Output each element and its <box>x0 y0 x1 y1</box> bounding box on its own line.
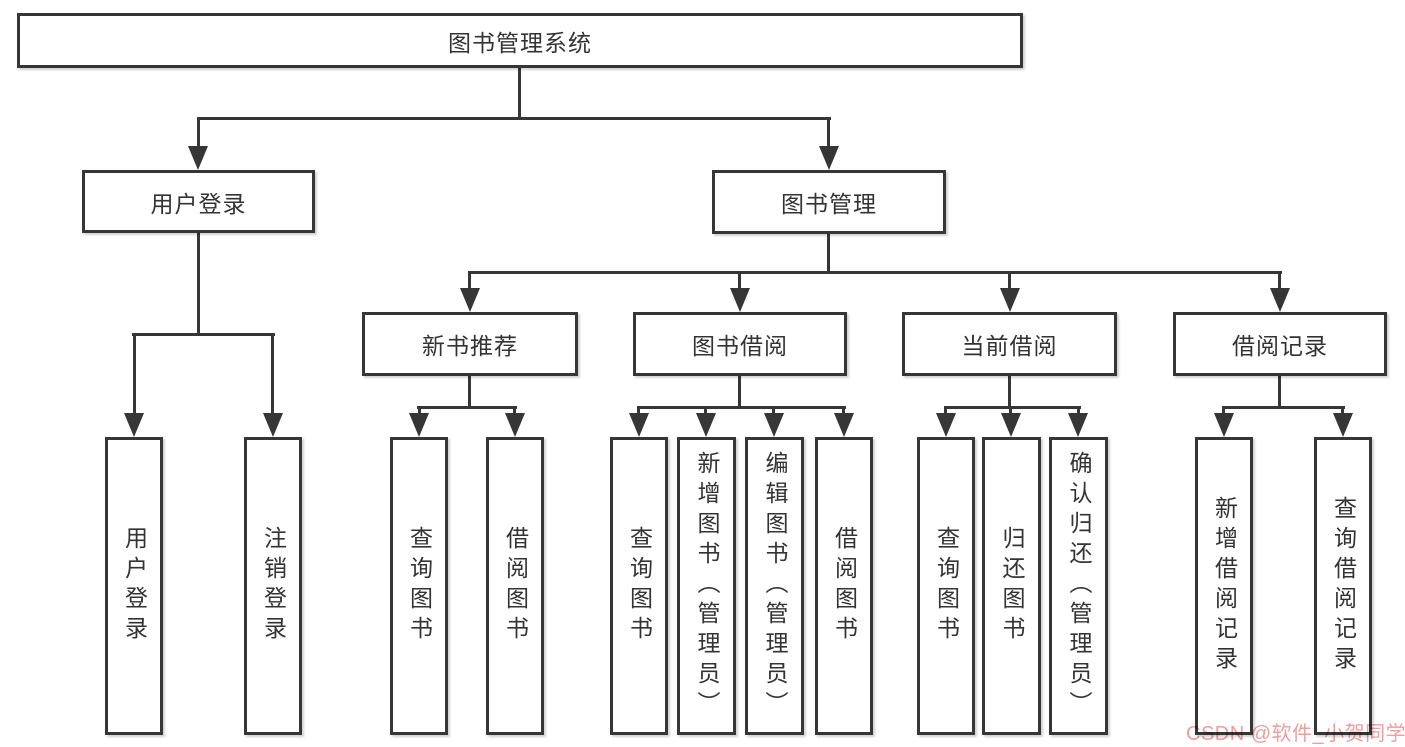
node-logout-op-label: 注销登录 <box>260 526 287 646</box>
connector-line <box>1008 375 1011 409</box>
node-borrow-records: 借阅记录 <box>1173 312 1387 376</box>
connector-line <box>772 406 775 416</box>
node-borrow-books-recommend: 借阅图书 <box>486 437 544 735</box>
node-new-book-recommend-label: 新书推荐 <box>422 333 518 359</box>
connector-line <box>1009 406 1012 416</box>
connector-line <box>513 406 516 416</box>
arrowhead-icon <box>1000 288 1020 312</box>
arrowhead-icon <box>730 288 750 312</box>
arrowhead-icon <box>1270 288 1290 312</box>
arrowhead-icon <box>629 413 649 437</box>
node-user-login-label: 用户登录 <box>150 190 247 217</box>
arrowhead-icon <box>696 413 716 437</box>
node-current-borrow: 当前借阅 <box>902 312 1117 376</box>
node-edit-books-admin: 编辑图书（管理员） <box>745 437 804 735</box>
connector-line <box>197 233 200 335</box>
node-query-books-recommend-label: 查询图书 <box>406 526 433 646</box>
node-current-borrow-label: 当前借阅 <box>961 333 1058 359</box>
connector-line <box>518 68 521 118</box>
arrowhead-icon <box>124 413 144 437</box>
node-edit-books-admin-label: 编辑图书（管理员） <box>762 451 788 721</box>
connector-line <box>1278 271 1281 295</box>
connector-line <box>468 271 1282 274</box>
connector-line <box>468 375 471 409</box>
connector-line <box>842 406 845 416</box>
connector-line <box>1341 406 1344 416</box>
node-borrow-books-borrow-label: 借阅图书 <box>831 526 858 646</box>
node-book-management-label: 图书管理 <box>781 191 877 217</box>
node-query-books-current-label: 查询图书 <box>933 526 960 646</box>
connector-line <box>197 117 831 120</box>
arrowhead-icon <box>460 288 480 312</box>
connector-line <box>133 333 136 415</box>
connector-line <box>1222 406 1345 409</box>
arrowhead-icon <box>1001 413 1021 437</box>
connector-line <box>417 406 517 409</box>
node-user-login-op-label: 用户登录 <box>121 526 148 646</box>
node-query-books-current: 查询图书 <box>917 437 975 735</box>
connector-line <box>418 406 421 416</box>
connector-line <box>1077 406 1080 416</box>
connector-line <box>1222 406 1225 416</box>
node-add-borrow-record-label: 新增借阅记录 <box>1211 496 1238 676</box>
arrowhead-icon <box>819 146 839 170</box>
connector-line <box>738 375 741 409</box>
connector-line <box>637 406 846 409</box>
arrowhead-icon <box>764 413 784 437</box>
node-confirm-return-admin: 确认归还（管理员） <box>1049 437 1108 735</box>
node-return-books-label: 归还图书 <box>999 526 1025 646</box>
connector-line <box>1008 271 1011 295</box>
arrowhead-icon <box>1068 413 1088 437</box>
node-book-borrow: 图书借阅 <box>633 312 847 376</box>
arrowhead-icon <box>936 413 956 437</box>
node-book-borrow-label: 图书借阅 <box>692 333 788 359</box>
node-book-management: 图书管理 <box>712 170 946 234</box>
node-confirm-return-admin-label: 确认归还（管理员） <box>1066 451 1092 721</box>
connector-line <box>738 271 741 295</box>
node-logout-op: 注销登录 <box>244 437 302 735</box>
connector-line <box>944 406 1081 409</box>
node-user-login: 用户登录 <box>82 170 315 233</box>
connector-line <box>944 406 947 416</box>
node-borrow-books-recommend-label: 借阅图书 <box>502 526 529 646</box>
connector-line <box>271 333 274 415</box>
node-root: 图书管理系统 <box>17 13 1023 68</box>
node-query-books-borrow-label: 查询图书 <box>626 526 653 646</box>
node-new-book-recommend: 新书推荐 <box>362 312 578 376</box>
node-root-label: 图书管理系统 <box>448 29 592 56</box>
node-query-borrow-record: 查询借阅记录 <box>1314 437 1372 735</box>
arrowhead-icon <box>505 413 525 437</box>
connector-line <box>827 234 830 274</box>
arrowhead-icon <box>1214 413 1234 437</box>
arrowhead-icon <box>1333 413 1353 437</box>
connector-line <box>132 333 275 336</box>
connector-line <box>197 117 200 152</box>
connector-line <box>827 117 830 152</box>
connector-line <box>1278 375 1281 409</box>
node-query-books-borrow: 查询图书 <box>610 437 668 735</box>
node-return-books: 归还图书 <box>982 437 1041 735</box>
watermark: CSDN @软件_小贺同学 <box>1186 723 1405 745</box>
node-query-borrow-record-label: 查询借阅记录 <box>1330 496 1357 676</box>
node-add-borrow-record: 新增借阅记录 <box>1195 437 1253 735</box>
connector-line <box>468 271 471 295</box>
node-query-books-recommend: 查询图书 <box>390 437 448 735</box>
connector-line <box>704 406 707 416</box>
node-borrow-books-borrow: 借阅图书 <box>815 437 873 735</box>
arrowhead-icon <box>263 413 283 437</box>
arrowhead-icon <box>834 413 854 437</box>
arrowhead-icon <box>409 413 429 437</box>
node-add-books-admin: 新增图书（管理员） <box>677 437 736 735</box>
connector-line <box>637 406 640 416</box>
node-add-books-admin-label: 新增图书（管理员） <box>694 451 720 721</box>
node-user-login-op: 用户登录 <box>105 437 163 735</box>
arrowhead-icon <box>188 146 208 170</box>
node-borrow-records-label: 借阅记录 <box>1232 333 1328 359</box>
